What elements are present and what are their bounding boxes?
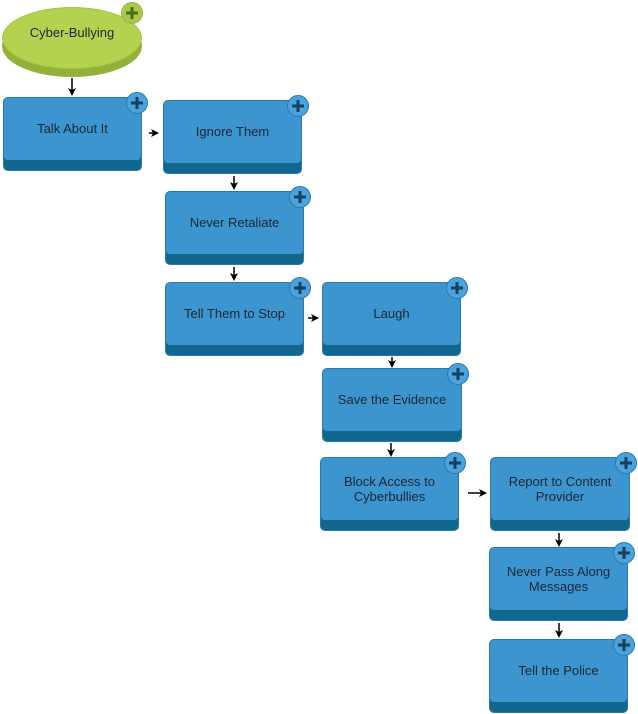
plus-icon: [131, 97, 143, 109]
plus-icon: [294, 191, 306, 203]
node-label: Never Retaliate: [189, 215, 280, 230]
add-child-button[interactable]: [613, 542, 635, 564]
node-ignore-them[interactable]: Ignore Them: [163, 100, 302, 174]
node-label: Laugh: [373, 306, 410, 321]
node-block-access[interactable]: Block Access to Cyberbullies: [320, 457, 459, 531]
node-save-the-evidence[interactable]: Save the Evidence: [322, 368, 462, 442]
node-label: Tell the Police: [518, 663, 599, 678]
add-child-button[interactable]: [613, 634, 635, 656]
node-label: Report to Content Provider: [508, 474, 612, 504]
root-node[interactable]: Cyber-Bullying: [2, 7, 142, 77]
add-child-button[interactable]: [287, 95, 309, 117]
node-label: Block Access to Cyberbullies: [343, 474, 436, 504]
add-child-button[interactable]: [126, 92, 148, 114]
node-label: Ignore Them: [195, 124, 270, 139]
plus-icon: [451, 282, 463, 294]
add-child-button[interactable]: [289, 277, 311, 299]
plus-icon: [126, 7, 138, 19]
node-talk-about-it[interactable]: Talk About It: [3, 97, 142, 171]
plus-icon: [620, 457, 632, 469]
plus-icon: [618, 547, 630, 559]
node-label: Save the Evidence: [337, 392, 447, 407]
node-label: Talk About It: [37, 121, 108, 136]
add-child-button[interactable]: [446, 277, 468, 299]
node-label: Tell Them to Stop: [184, 306, 285, 321]
node-never-retaliate[interactable]: Never Retaliate: [165, 191, 304, 265]
node-tell-the-police[interactable]: Tell the Police: [489, 639, 628, 713]
root-node-label: Cyber-Bullying: [29, 25, 115, 40]
plus-icon: [292, 100, 304, 112]
add-child-button[interactable]: [615, 452, 637, 474]
add-child-button[interactable]: [289, 186, 311, 208]
add-child-button[interactable]: [447, 363, 469, 385]
node-tell-them-to-stop[interactable]: Tell Them to Stop: [165, 282, 304, 356]
plus-icon: [449, 457, 461, 469]
add-child-button-root[interactable]: [121, 2, 143, 24]
root-node-body: [2, 7, 142, 69]
add-child-button[interactable]: [444, 452, 466, 474]
plus-icon: [618, 639, 630, 651]
plus-icon: [294, 282, 306, 294]
node-report-to-content-provider[interactable]: Report to Content Provider: [490, 457, 630, 531]
plus-icon: [452, 368, 464, 380]
node-laugh[interactable]: Laugh: [322, 282, 461, 356]
node-label: Never Pass Along Messages: [506, 564, 611, 594]
node-never-pass-along-messages[interactable]: Never Pass Along Messages: [489, 547, 628, 621]
